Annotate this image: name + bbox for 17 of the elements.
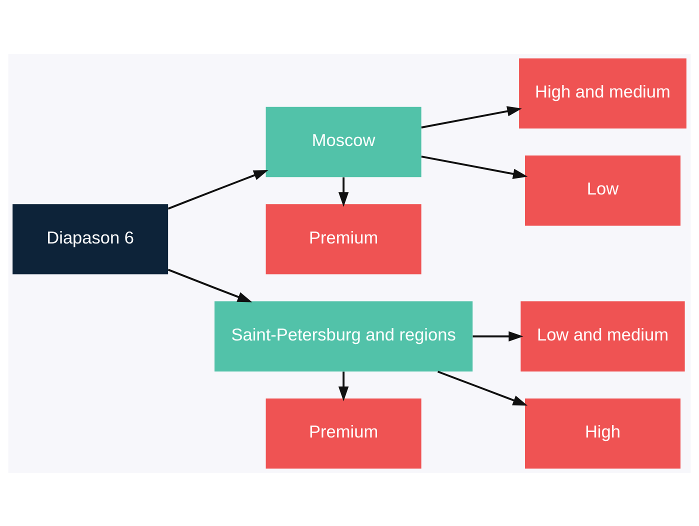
node-box: Moscow [266,106,422,177]
node-box: Premium [266,398,422,468]
arrow [168,268,252,302]
node-box: Saint-Petersburg and regions [214,300,473,371]
node-box: Low and medium [520,300,685,371]
node-box: Diapason 6 [12,204,168,274]
arrow [421,155,528,178]
arrow [437,370,528,406]
node-box: Premium [266,204,422,274]
arrow [168,169,268,210]
arrow [338,176,349,206]
node-box: High and medium [519,58,686,128]
arrow [338,371,349,401]
arrow [472,330,524,342]
arrow [421,106,522,128]
node-box: Low [524,155,680,226]
node-box: High [524,398,680,468]
